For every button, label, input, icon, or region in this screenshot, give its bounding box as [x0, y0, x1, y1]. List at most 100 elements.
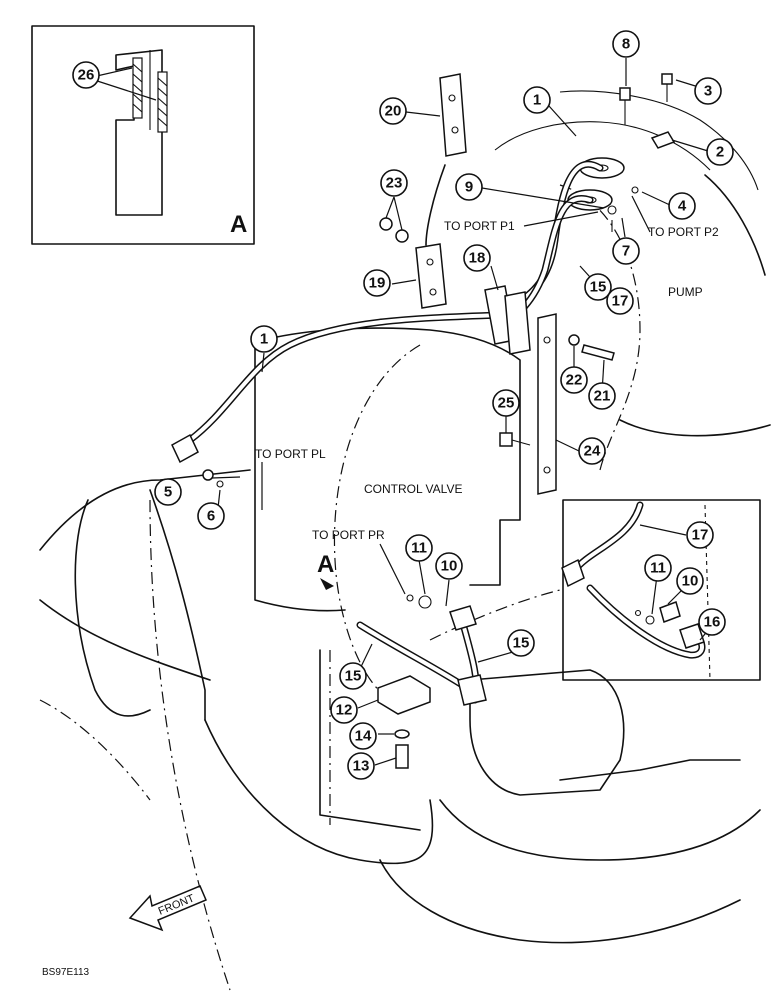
- svg-text:20: 20: [385, 103, 402, 120]
- bolt-13: [395, 744, 409, 769]
- callout-1-left: 1: [250, 325, 278, 353]
- callout-15-top: 15: [584, 273, 612, 301]
- svg-text:6: 6: [207, 508, 215, 525]
- detail-frame: [562, 499, 761, 681]
- svg-text:10: 10: [682, 573, 699, 590]
- bolt-8: [619, 87, 631, 101]
- swing-motor-body: [469, 669, 625, 796]
- svg-text:5: 5: [164, 484, 172, 501]
- label-control-valve: CONTROL VALVE: [364, 482, 462, 496]
- detail-fitting-16: [679, 623, 705, 649]
- callout-2: 2: [706, 138, 734, 166]
- svg-text:22: 22: [566, 372, 583, 389]
- inset-frame: [31, 25, 255, 245]
- inset-view-a: A: [31, 25, 255, 245]
- callout-19: 19: [363, 269, 391, 297]
- callout-11-detail: 11: [644, 554, 672, 582]
- callout-10-main: 10: [435, 552, 463, 580]
- fitting-10: [449, 605, 477, 631]
- svg-text:1: 1: [260, 331, 268, 348]
- bracket-24: [537, 313, 557, 495]
- nut-23b: [395, 229, 409, 243]
- o-ring-6: [216, 480, 224, 488]
- detail-fitting-10: [659, 601, 681, 623]
- callout-17-top: 17: [606, 287, 634, 315]
- svg-text:25: 25: [498, 395, 515, 412]
- svg-text:15: 15: [590, 279, 607, 296]
- label-to-port-pr: TO PORT PR: [312, 528, 385, 542]
- inset-view-label: A: [230, 211, 247, 238]
- callout-3: 3: [694, 77, 722, 105]
- port-labels: TO PORT P1 TO PORT P2 TO PORT PL TO PORT…: [255, 195, 719, 595]
- o-ring-11: [418, 595, 432, 609]
- callout-17-detail: 17: [686, 521, 714, 549]
- plate-19: [415, 243, 447, 309]
- label-to-port-p1: TO PORT P1: [444, 219, 515, 233]
- drawing-number: BS97E113: [42, 967, 90, 978]
- label-pump: PUMP: [668, 285, 703, 299]
- svg-text:13: 13: [353, 758, 370, 775]
- fitting-5: [171, 433, 199, 464]
- svg-text:24: 24: [584, 443, 601, 460]
- clamp-2: [650, 131, 676, 149]
- pump-fittings: [567, 73, 676, 232]
- callouts: 26 8 3 1 2 20 9 4 23 7 18 19 15 17 1 22 …: [72, 30, 734, 780]
- washer-22: [568, 334, 580, 346]
- callout-5: 5: [154, 478, 182, 506]
- svg-text:26: 26: [78, 67, 95, 84]
- callout-25: 25: [492, 389, 520, 417]
- label-to-port-p2: TO PORT P2: [648, 225, 719, 239]
- detail-o-ring-11: [645, 615, 655, 625]
- view-a-arrow: A: [317, 551, 334, 590]
- plate-20: [439, 73, 467, 157]
- callout-20: 20: [379, 97, 407, 125]
- machine-outlines: [39, 90, 771, 991]
- callout-1-top: 1: [523, 86, 551, 114]
- o-ring-9: [607, 205, 617, 215]
- svg-text:17: 17: [692, 527, 709, 544]
- bolt-3: [661, 73, 673, 85]
- svg-text:19: 19: [369, 275, 386, 292]
- callout-12: 12: [330, 696, 358, 724]
- callout-6: 6: [197, 502, 225, 530]
- clamp-12: [377, 675, 431, 715]
- svg-text:2: 2: [716, 144, 724, 161]
- callout-23: 23: [380, 169, 408, 197]
- callout-7: 7: [612, 237, 640, 265]
- callout-4: 4: [668, 192, 696, 220]
- svg-text:10: 10: [441, 558, 458, 575]
- callout-21: 21: [588, 382, 616, 410]
- svg-text:21: 21: [594, 388, 611, 405]
- callout-13: 13: [347, 752, 375, 780]
- svg-text:9: 9: [465, 179, 473, 196]
- hose-lines: [171, 160, 604, 706]
- callout-18: 18: [463, 244, 491, 272]
- callout-26: 26: [72, 61, 100, 89]
- callout-15-right: 15: [507, 629, 535, 657]
- svg-text:15: 15: [345, 668, 362, 685]
- svg-text:7: 7: [622, 243, 630, 260]
- svg-text:1: 1: [533, 92, 541, 109]
- bolt-21: [581, 344, 615, 361]
- bolt-25: [499, 432, 513, 447]
- svg-text:16: 16: [704, 614, 721, 631]
- svg-text:8: 8: [622, 36, 630, 53]
- svg-text:14: 14: [355, 728, 372, 745]
- svg-text:3: 3: [704, 83, 712, 100]
- callout-24: 24: [578, 437, 606, 465]
- detail-inset: [561, 499, 761, 681]
- front-arrow: FRONT: [128, 885, 207, 932]
- view-a-arrowhead: [320, 578, 334, 590]
- callout-22: 22: [560, 366, 588, 394]
- callout-9: 9: [455, 173, 483, 201]
- brackets: [377, 73, 615, 769]
- svg-text:12: 12: [336, 702, 353, 719]
- o-ring-4: [631, 186, 639, 194]
- svg-text:15: 15: [513, 635, 530, 652]
- svg-text:11: 11: [650, 560, 666, 577]
- svg-text:23: 23: [386, 175, 403, 192]
- washer-14: [394, 729, 410, 739]
- callout-10-detail: 10: [676, 567, 704, 595]
